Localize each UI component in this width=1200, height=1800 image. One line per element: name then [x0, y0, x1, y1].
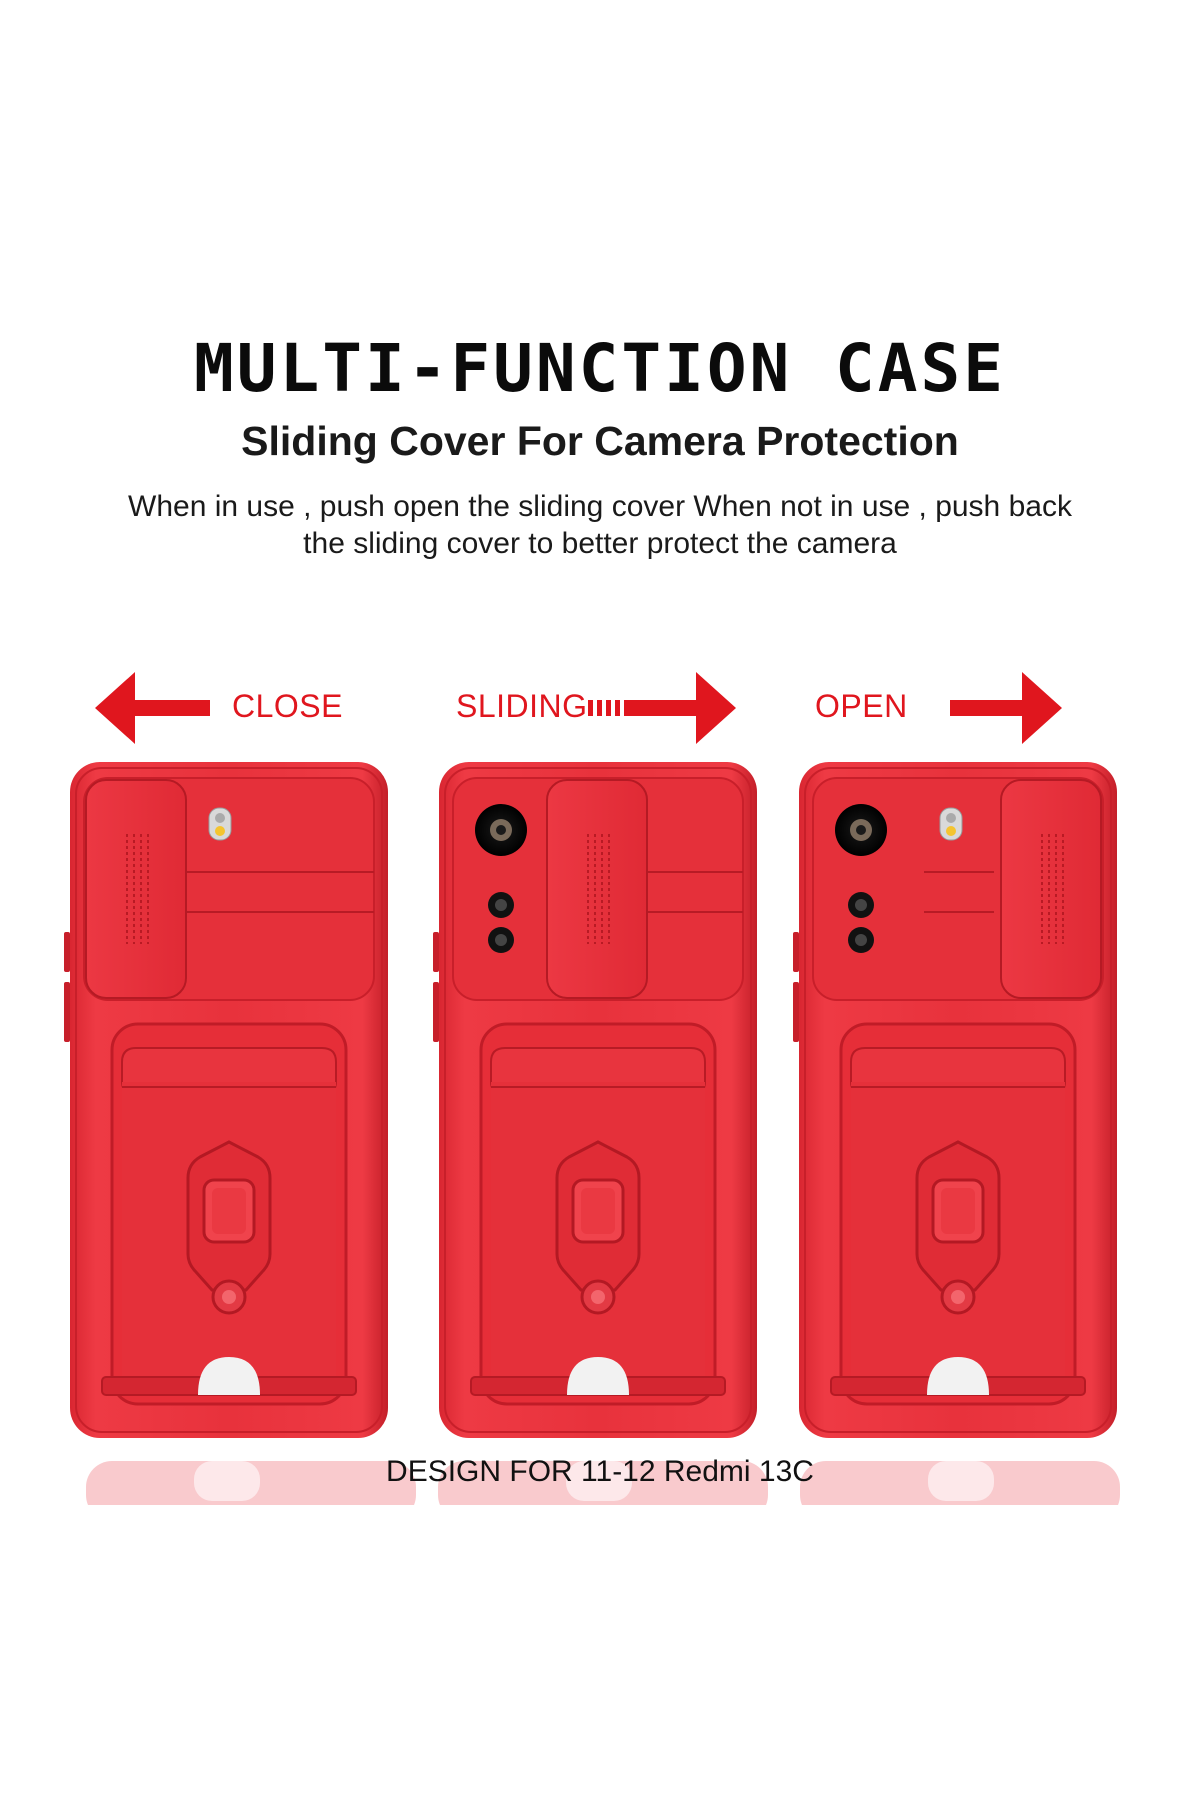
phone-case-sliding	[433, 762, 759, 1440]
state-label-close: CLOSE	[232, 688, 343, 724]
footer-text: DESIGN FOR 11-12 Redmi 13C	[386, 1455, 814, 1488]
right-arrow-icon	[950, 672, 1062, 744]
reflection	[86, 1461, 416, 1505]
camera-slider	[1000, 779, 1102, 999]
description: When in use , push open the sliding cove…	[100, 488, 1100, 562]
left-arrow-icon	[95, 672, 210, 744]
reflection	[438, 1461, 768, 1505]
camera-slider	[546, 779, 648, 999]
state-label-sliding: SLIDING	[456, 688, 588, 724]
phone-case-closed	[64, 762, 390, 1440]
page-title: MULTI-FUNCTION CASE	[194, 330, 1006, 407]
sliding-arrow-icon	[588, 672, 736, 744]
description-line-1: When in use , push open the sliding cove…	[128, 490, 1072, 523]
description-line-2: the sliding cover to better protect the …	[303, 527, 897, 560]
phone-case-open	[793, 762, 1119, 1440]
page-subtitle: Sliding Cover For Camera Protection	[241, 418, 959, 464]
state-label-open: OPEN	[815, 688, 908, 724]
camera-slider	[85, 779, 187, 999]
reflection	[800, 1461, 1120, 1505]
